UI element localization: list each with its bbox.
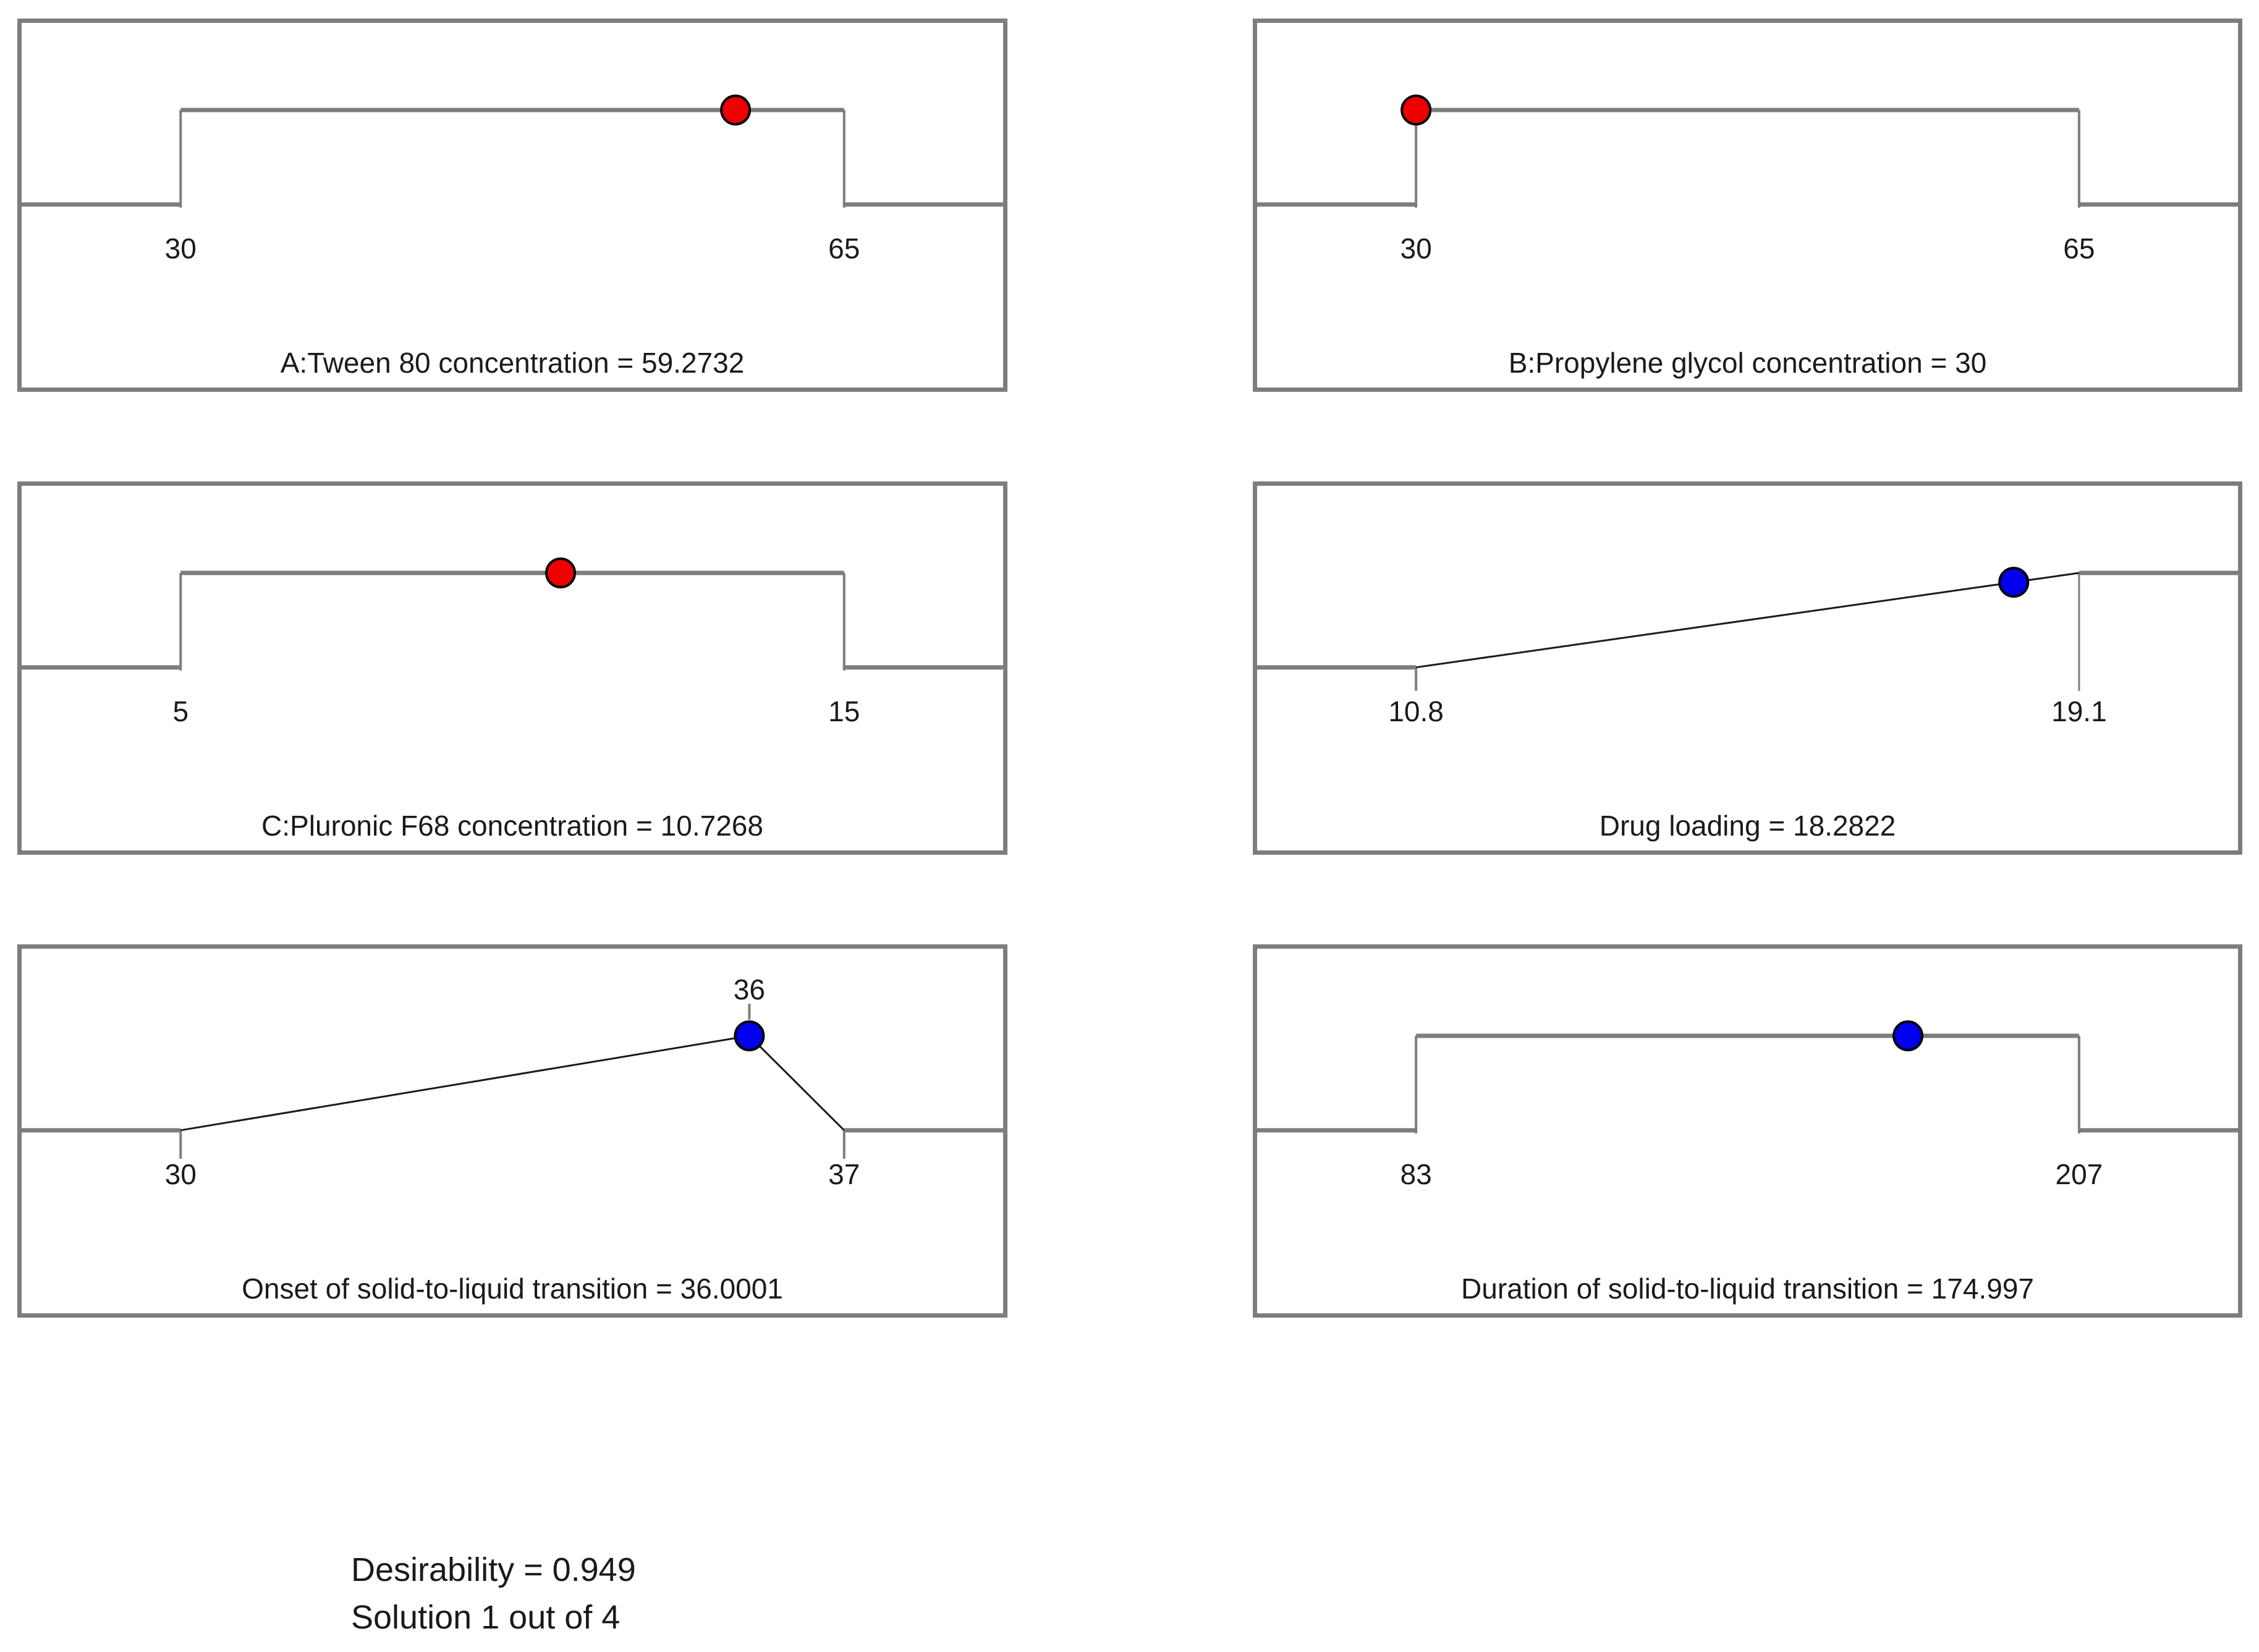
high-limit-label: 65 bbox=[828, 232, 860, 265]
factor-value-dot[interactable] bbox=[545, 557, 577, 589]
ramp-caption: Drug loading = 18.2822 bbox=[1599, 810, 1896, 842]
factor-value-dot[interactable] bbox=[1401, 95, 1432, 126]
ramp-caption: A:Tween 80 concentration = 59.2732 bbox=[280, 347, 745, 379]
ramp-line bbox=[748, 1035, 845, 1131]
high-limit-label: 207 bbox=[2055, 1158, 2103, 1190]
low-limit-label: 30 bbox=[164, 1158, 197, 1190]
ramp-panel-propylene-glycol: 30 65 B:Propylene glycol concentration =… bbox=[1253, 19, 2242, 392]
low-limit-label: 5 bbox=[172, 695, 189, 727]
ramp-plot-svg bbox=[1257, 1020, 2238, 1133]
high-limit-label: 65 bbox=[2063, 232, 2095, 265]
response-value-dot[interactable] bbox=[734, 1020, 765, 1052]
low-limit-label: 30 bbox=[164, 232, 197, 265]
desirability-text: Desirability = 0.949 bbox=[351, 1551, 636, 1588]
ramp-caption: Duration of solid-to-liquid transition =… bbox=[1461, 1273, 2034, 1305]
solution-text: Solution 1 out of 4 bbox=[351, 1599, 621, 1636]
target-value-label: 36 bbox=[733, 973, 765, 1006]
high-limit-label: 15 bbox=[828, 695, 860, 727]
ramp-plot-svg bbox=[22, 1004, 1003, 1159]
ramp-line bbox=[180, 1035, 750, 1132]
low-limit-label: 30 bbox=[1400, 232, 1432, 265]
ramp-caption: Onset of solid-to-liquid transition = 36… bbox=[242, 1273, 783, 1305]
ramp-caption: C:Pluronic F68 concentration = 10.7268 bbox=[261, 810, 763, 842]
ramp-plot-svg bbox=[1257, 567, 2238, 691]
factor-value-dot[interactable] bbox=[720, 95, 752, 126]
low-limit-label: 83 bbox=[1400, 1158, 1432, 1190]
ramp-plot-svg bbox=[22, 95, 1003, 208]
ramp-plot-svg bbox=[1257, 95, 2238, 208]
ramp-caption: B:Propylene glycol concentration = 30 bbox=[1508, 347, 1987, 379]
low-limit-label: 10.8 bbox=[1388, 695, 1444, 727]
ramp-panel-onset-transition: 30 37 36 Onset of solid-to-liquid transi… bbox=[17, 944, 1007, 1318]
ramp-plot-svg bbox=[22, 557, 1003, 671]
ramp-line bbox=[1415, 572, 2080, 669]
solution-summary: Desirability = 0.949 Solution 1 out of 4 bbox=[351, 1546, 636, 1641]
high-limit-label: 19.1 bbox=[2051, 695, 2107, 727]
response-value-dot[interactable] bbox=[1892, 1020, 1924, 1052]
high-limit-label: 37 bbox=[828, 1158, 860, 1190]
response-value-dot[interactable] bbox=[1998, 567, 2030, 598]
ramp-panel-drug-loading: 10.8 19.1 Drug loading = 18.2822 bbox=[1253, 481, 2242, 855]
ramp-panel-duration-transition: 83 207 Duration of solid-to-liquid trans… bbox=[1253, 944, 2242, 1318]
ramp-panel-tween80: 30 65 A:Tween 80 concentration = 59.2732 bbox=[17, 19, 1007, 392]
ramp-panel-pluronic-f68: 5 15 C:Pluronic F68 concentration = 10.7… bbox=[17, 481, 1007, 855]
